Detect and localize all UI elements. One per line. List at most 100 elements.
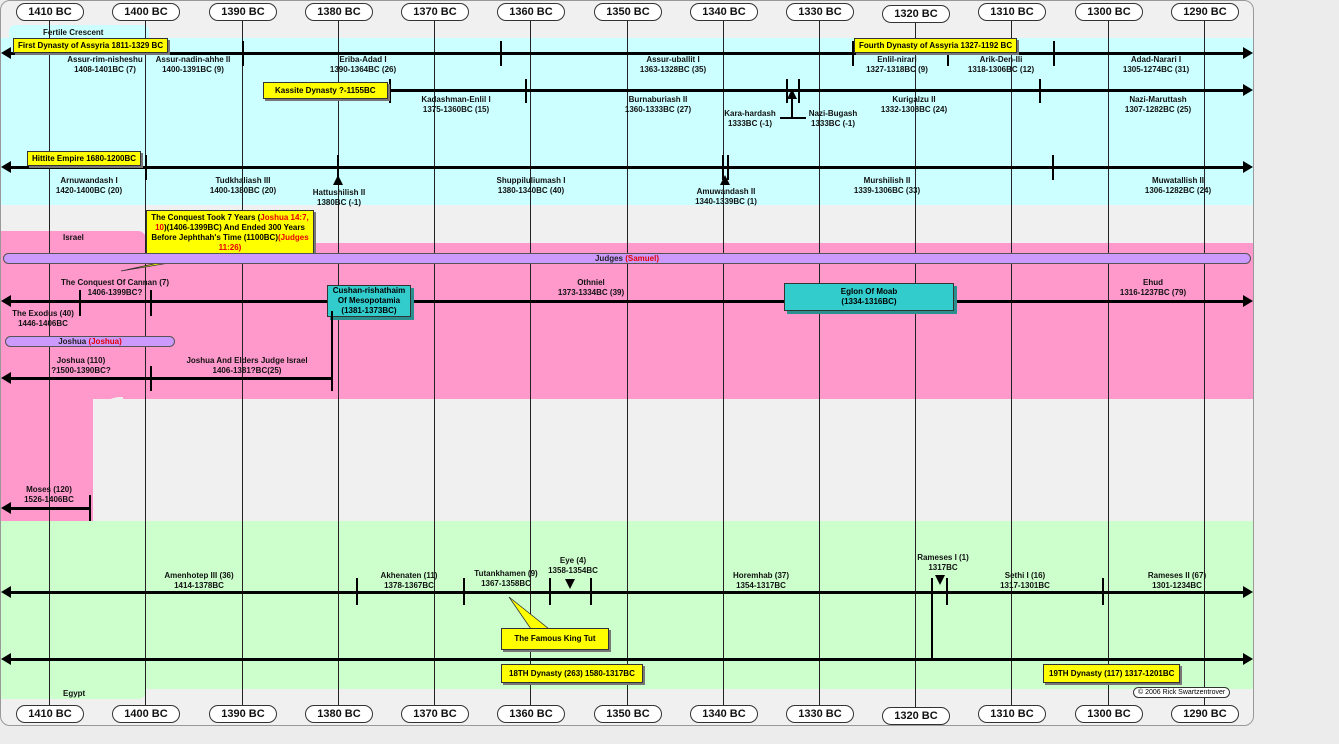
- reign-divider: [852, 41, 854, 66]
- dynasty-18-box: 18TH Dynasty (263) 1580-1317BC: [501, 664, 643, 683]
- dynasty-19-box: 19TH Dynasty (117) 1317-1201BC: [1043, 664, 1181, 683]
- short-reign-bar: [780, 117, 806, 119]
- year-label: 1400 BC: [112, 705, 180, 723]
- year-label: 1310 BC: [978, 705, 1046, 723]
- pharaoh-label: Tutankhamen (9)1367-1358BC: [474, 569, 538, 588]
- year-label: 1350 BC: [594, 705, 662, 723]
- arrow-left-icon: [1, 47, 11, 59]
- year-label: 1310 BC: [978, 3, 1046, 21]
- reign-divider: [590, 578, 592, 605]
- year-label: 1300 BC: [1075, 705, 1143, 723]
- kassite-dynasty-box: Kassite Dynasty ?-1155BC: [263, 82, 388, 99]
- year-label: 1380 BC: [305, 705, 373, 723]
- arrow-left-icon: [1, 295, 11, 307]
- gridline: [434, 21, 435, 707]
- joshua-pill: Joshua (Joshua): [5, 336, 175, 347]
- reign-divider: [463, 578, 465, 605]
- arrow-down-icon: [935, 575, 945, 585]
- year-label: 1390 BC: [209, 3, 277, 21]
- tut-callout: The Famous King Tut: [501, 628, 609, 650]
- reign-divider: [150, 366, 152, 391]
- year-label: 1400 BC: [112, 3, 180, 21]
- year-label: 1340 BC: [690, 705, 758, 723]
- reign-divider: [1053, 41, 1055, 66]
- year-label: 1410 BC: [16, 3, 84, 21]
- moses-band: [1, 397, 93, 545]
- assyria-first-dynasty-box: First Dynasty of Assyria 1811-1329 BC: [13, 38, 169, 53]
- arrow-right-icon: [1243, 653, 1253, 665]
- region-label-egypt: Egypt: [63, 689, 86, 698]
- year-label: 1380 BC: [305, 3, 373, 21]
- year-label: 1370 BC: [401, 3, 469, 21]
- arrow-right-icon: [1243, 84, 1253, 96]
- reign-divider: [79, 290, 81, 316]
- arrow-right-icon: [1243, 161, 1253, 173]
- reign-divider: [1102, 578, 1104, 605]
- israel-tab: [1, 231, 146, 251]
- egypt-timeline: [9, 591, 1245, 594]
- arrow-right-icon: [1243, 47, 1253, 59]
- judges-pill: Judges (Samuel): [3, 253, 1251, 264]
- gridline: [627, 21, 628, 707]
- arrow-right-icon: [1243, 586, 1253, 598]
- pharaoh-label: Amenhotep III (36)1414-1378BC: [164, 571, 234, 590]
- gridline: [1108, 21, 1109, 707]
- gridline: [242, 21, 243, 707]
- reign-divider: [525, 79, 527, 103]
- moses-timeline: [9, 507, 91, 510]
- reign-divider: [356, 578, 358, 605]
- arrow-right-icon: [1243, 295, 1253, 307]
- pharaoh-label: Rameses II (67)1301-1234BC: [1147, 571, 1207, 590]
- hittite-timeline: [9, 166, 1245, 169]
- arrow-up-icon: [787, 89, 797, 99]
- reign-divider: [389, 79, 391, 103]
- year-label: 1300 BC: [1075, 3, 1143, 21]
- year-label: 1350 BC: [594, 3, 662, 21]
- pharaoh-label: Horemhab (37)1354-1317BC: [732, 571, 790, 590]
- reign-divider: [722, 155, 724, 180]
- reign-divider: [150, 290, 152, 316]
- pharaoh-label: Eye (4)1358-1354BC: [548, 556, 598, 575]
- reign-divider: [727, 155, 729, 180]
- region-label-israel: Israel: [63, 233, 84, 242]
- arrow-left-icon: [1, 502, 11, 514]
- gridline: [1204, 21, 1205, 707]
- conquest-callout: The Conquest Took 7 Years (Joshua 14:7, …: [146, 210, 314, 256]
- fertile-tab: [9, 25, 149, 41]
- gridline: [145, 21, 146, 707]
- arrow-left-icon: [1, 586, 11, 598]
- reign-end-marker: [331, 311, 333, 391]
- tut-callout-pointer: [508, 596, 551, 630]
- reign-end-marker: [89, 495, 91, 521]
- pharaoh-label: Akhenaten (11)1378-1367BC: [380, 571, 438, 590]
- pharaoh-label: Rameses I (1)1317BC: [917, 553, 969, 572]
- reign-divider: [242, 41, 244, 66]
- dynasty-timeline: [9, 658, 1245, 661]
- eglon-box: Eglon Of Moab(1334-1316BC): [784, 283, 954, 311]
- egypt-tab: [1, 681, 146, 699]
- year-label: 1370 BC: [401, 705, 469, 723]
- arrow-left-icon: [1, 653, 11, 665]
- cushan-box: Cushan-rishathaim Of Mesopotamia (1381-1…: [327, 285, 411, 317]
- event-label: Moses (120)1526-1406BC: [24, 485, 74, 504]
- year-label: 1390 BC: [209, 705, 277, 723]
- arrow-left-icon: [1, 372, 11, 384]
- reign-divider: [946, 578, 948, 605]
- gridline: [49, 21, 50, 707]
- dynasty-divider: [931, 578, 933, 660]
